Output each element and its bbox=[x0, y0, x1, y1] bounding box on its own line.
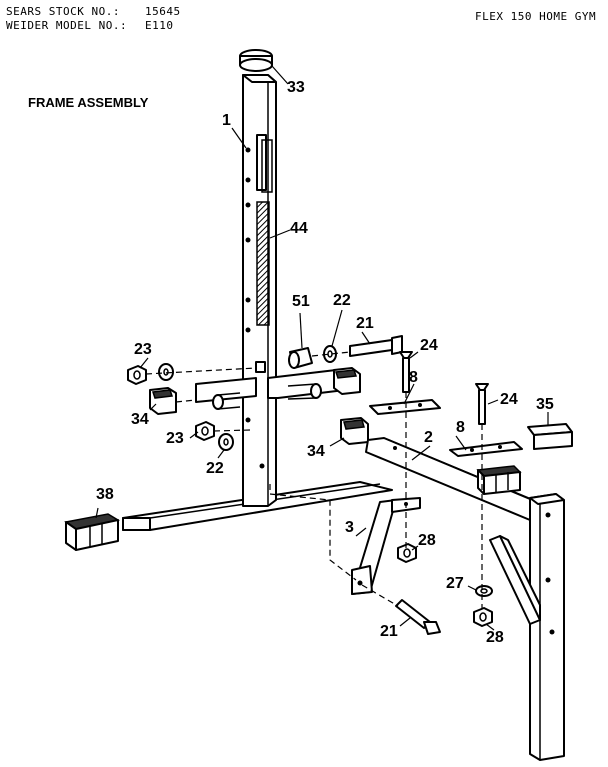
rear-brace bbox=[489, 535, 541, 625]
callout-44: 44 bbox=[290, 220, 308, 237]
sears-stock-value: 15645 bbox=[145, 5, 181, 18]
callout-8-left: 8 bbox=[409, 369, 418, 386]
spacer-51 bbox=[288, 347, 313, 369]
callout-38: 38 bbox=[96, 486, 114, 503]
bolt-24-left bbox=[399, 351, 413, 393]
callout-34-left: 34 bbox=[131, 411, 149, 428]
plate-8-left bbox=[369, 399, 441, 415]
callout-8-right: 8 bbox=[456, 419, 465, 436]
callout-33: 33 bbox=[287, 79, 305, 96]
product-name: FLEX 150 HOME GYM bbox=[475, 10, 597, 23]
rear-upright bbox=[529, 493, 565, 761]
top-cap-33 bbox=[239, 49, 273, 72]
callout-21-top: 21 bbox=[356, 315, 374, 332]
washer-27 bbox=[475, 585, 493, 597]
callout-28-lower: 28 bbox=[486, 629, 504, 646]
callout-22-top: 22 bbox=[333, 292, 351, 309]
nut-28-lower bbox=[473, 607, 493, 627]
cap-34-lower bbox=[340, 417, 369, 445]
callout-23-low: 23 bbox=[166, 430, 184, 447]
bumper-block bbox=[476, 465, 522, 495]
cap-34-left bbox=[149, 387, 177, 415]
diagram-title: FRAME ASSEMBLY bbox=[28, 95, 149, 110]
decal-44 bbox=[256, 201, 270, 326]
nut-28-upper bbox=[397, 543, 417, 563]
nut-23-top bbox=[127, 365, 147, 385]
callout-51: 51 bbox=[292, 293, 310, 310]
front-brace-3 bbox=[351, 497, 421, 595]
callout-34-lower: 34 bbox=[307, 443, 325, 460]
assembly-lines bbox=[145, 351, 483, 608]
cap-34-right bbox=[333, 367, 361, 395]
plate-8-right bbox=[449, 441, 523, 457]
bolt-21-top bbox=[349, 335, 403, 357]
leader-lines bbox=[95, 65, 549, 631]
end-cap-38 bbox=[64, 513, 121, 551]
callout-28-upper: 28 bbox=[418, 532, 436, 549]
sears-stock-label: SEARS STOCK NO.: bbox=[6, 5, 120, 18]
bolt-21-lower bbox=[395, 599, 441, 635]
callout-3: 3 bbox=[345, 519, 354, 536]
callout-24-left: 24 bbox=[420, 337, 438, 354]
washer-23-top bbox=[158, 363, 174, 381]
bolt-24-right bbox=[475, 383, 489, 425]
callout-22-low: 22 bbox=[206, 460, 224, 477]
weider-model-value: E110 bbox=[145, 19, 174, 32]
weider-model-label: WEIDER MODEL NO.: bbox=[6, 19, 128, 32]
cap-35 bbox=[527, 423, 573, 450]
nut-23-low bbox=[195, 421, 215, 441]
callout-24-right: 24 bbox=[500, 391, 518, 408]
callout-35: 35 bbox=[536, 396, 554, 413]
callout-21-lower: 21 bbox=[380, 623, 398, 640]
callout-23-top: 23 bbox=[134, 341, 152, 358]
callout-27: 27 bbox=[446, 575, 464, 592]
washer-22-low bbox=[218, 433, 234, 451]
callout-2: 2 bbox=[424, 429, 433, 446]
callout-1: 1 bbox=[222, 112, 231, 129]
